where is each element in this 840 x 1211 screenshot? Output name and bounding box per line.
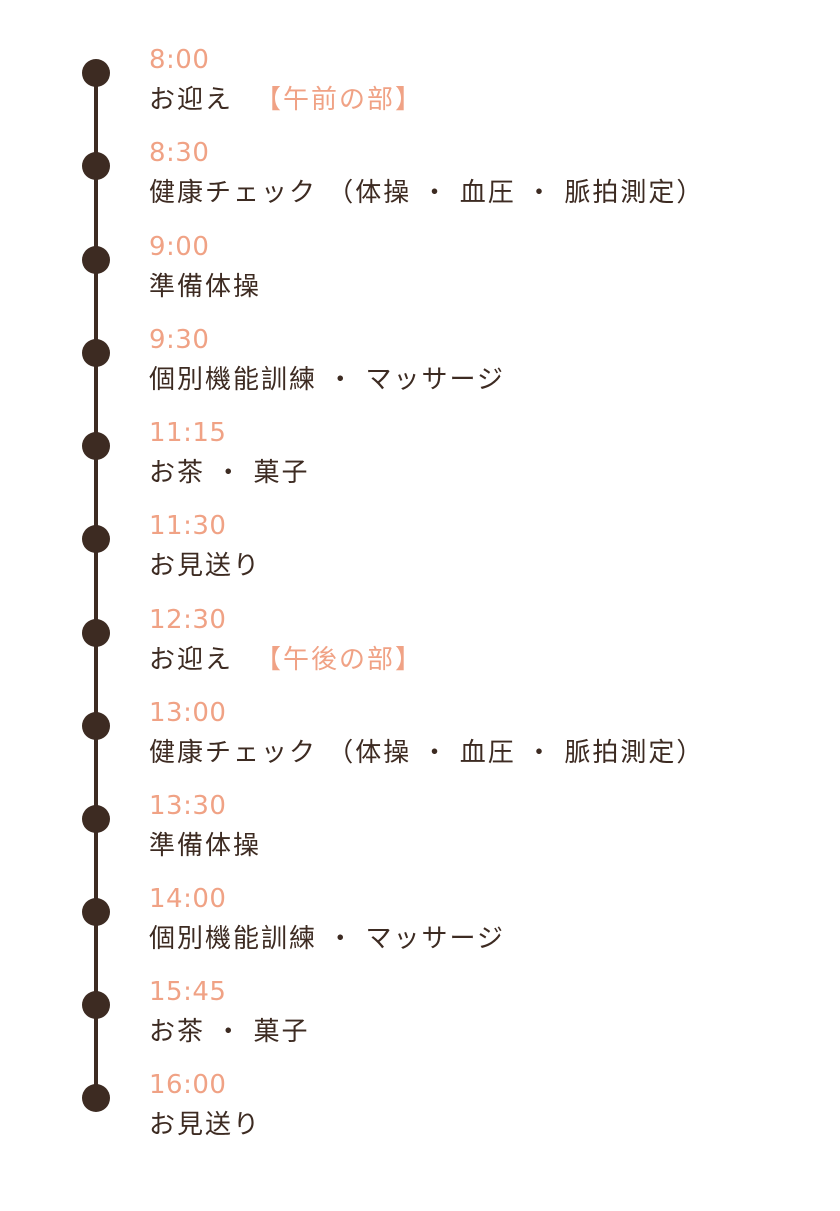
- entry-time: 13:00: [149, 698, 227, 728]
- timeline-entry: 11:15 お茶 ・ 菓子: [0, 418, 840, 522]
- entry-activity: 健康チェック （体操 ・ 血圧 ・ 脈拍測定）: [149, 738, 705, 768]
- entry-activity-row: お迎え【午後の部】: [149, 645, 423, 675]
- entry-activity-row: お迎え【午前の部】: [149, 85, 423, 115]
- entry-time: 11:15: [149, 418, 227, 448]
- timeline-dot: [82, 712, 110, 740]
- entry-activity: お茶 ・ 菓子: [149, 458, 310, 488]
- timeline-entry: 11:30 お見送り: [0, 511, 840, 615]
- entry-activity: 健康チェック （体操 ・ 血圧 ・ 脈拍測定）: [149, 178, 705, 208]
- entry-time: 12:30: [149, 605, 227, 635]
- timeline-line: [94, 72, 98, 1098]
- timeline-entry: 9:00 準備体操: [0, 232, 840, 336]
- timeline-entry: 13:30 準備体操: [0, 791, 840, 895]
- entry-time: 9:00: [149, 232, 210, 262]
- timeline-dot: [82, 432, 110, 460]
- entry-time: 8:00: [149, 45, 210, 75]
- session-label: 【午後の部】: [255, 645, 424, 675]
- entry-activity: 個別機能訓練 ・ マッサージ: [149, 365, 506, 395]
- timeline-dot: [82, 898, 110, 926]
- entry-activity: 準備体操: [149, 831, 262, 861]
- timeline-entry: 14:00 個別機能訓練 ・ マッサージ: [0, 884, 840, 988]
- timeline-dot: [82, 525, 110, 553]
- timeline-entry: 16:00 お見送り: [0, 1070, 840, 1174]
- timeline-entry: 15:45 お茶 ・ 菓子: [0, 977, 840, 1081]
- timeline-dot: [82, 246, 110, 274]
- entry-activity: お茶 ・ 菓子: [149, 1017, 310, 1047]
- timeline-dot: [82, 152, 110, 180]
- entry-time: 8:30: [149, 138, 210, 168]
- entry-activity: お迎え: [149, 85, 234, 115]
- entry-time: 15:45: [149, 977, 227, 1007]
- timeline-dot: [82, 59, 110, 87]
- timeline-dot: [82, 1084, 110, 1112]
- timeline-dot: [82, 619, 110, 647]
- entry-time: 9:30: [149, 325, 210, 355]
- timeline-entry: 13:00 健康チェック （体操 ・ 血圧 ・ 脈拍測定）: [0, 698, 840, 802]
- timeline-entry: 9:30 個別機能訓練 ・ マッサージ: [0, 325, 840, 429]
- timeline-entry: 8:30 健康チェック （体操 ・ 血圧 ・ 脈拍測定）: [0, 138, 840, 242]
- entry-time: 11:30: [149, 511, 227, 541]
- entry-activity: お見送り: [149, 1110, 262, 1140]
- entry-time: 16:00: [149, 1070, 227, 1100]
- entry-activity: お迎え: [149, 645, 234, 675]
- entry-time: 13:30: [149, 791, 227, 821]
- entry-activity: お見送り: [149, 551, 262, 581]
- timeline-entry: 12:30 お迎え【午後の部】: [0, 605, 840, 709]
- entry-time: 14:00: [149, 884, 227, 914]
- timeline-dot: [82, 805, 110, 833]
- entry-activity: 個別機能訓練 ・ マッサージ: [149, 924, 506, 954]
- timeline-dot: [82, 991, 110, 1019]
- timeline-entry: 8:00 お迎え【午前の部】: [0, 45, 840, 149]
- session-label: 【午前の部】: [255, 85, 424, 115]
- entry-activity: 準備体操: [149, 272, 262, 302]
- timeline-dot: [82, 339, 110, 367]
